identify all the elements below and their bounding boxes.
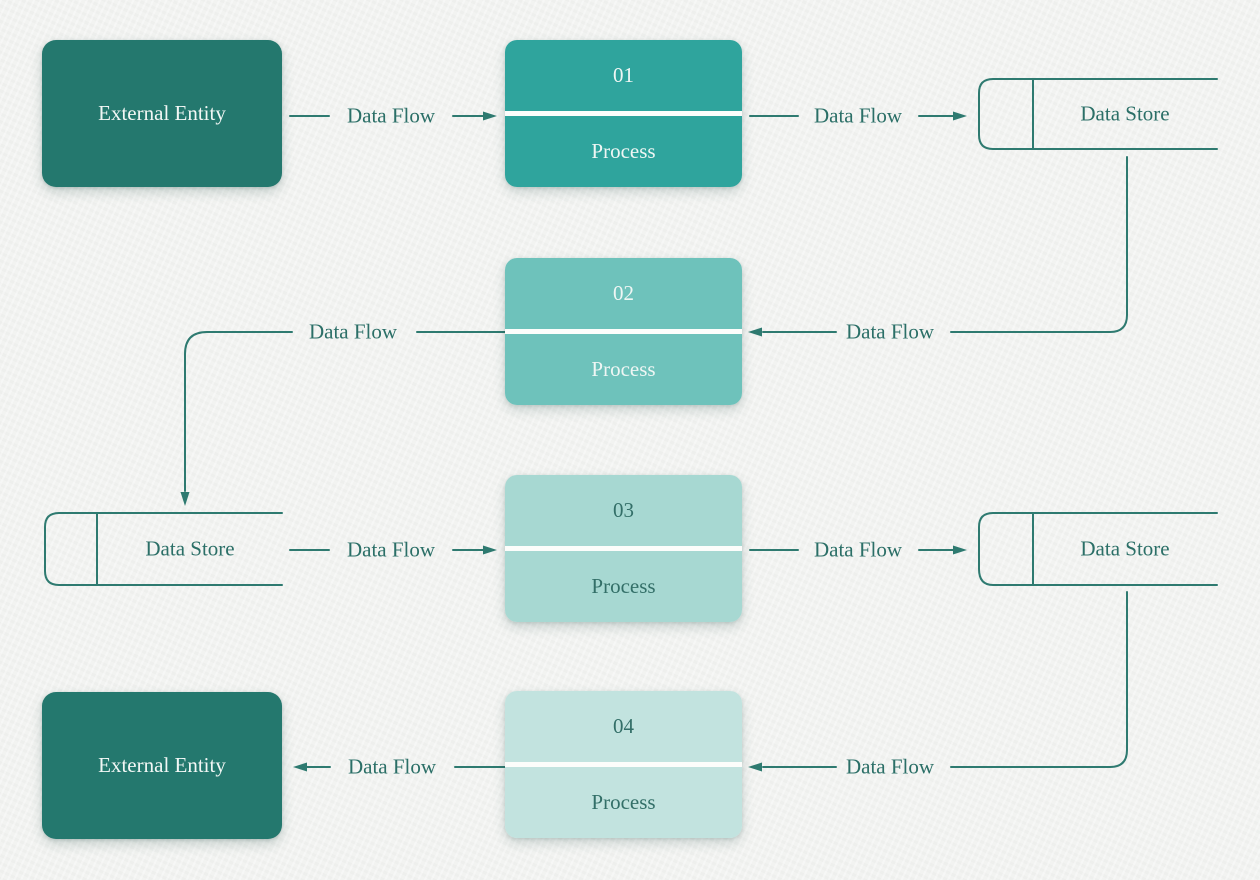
process-divider [505, 329, 742, 334]
data-store-label[interactable]: Data Store [1080, 101, 1170, 126]
connector-p02-to-ds-middle-left[interactable] [180, 331, 506, 506]
flow-label[interactable]: Data Flow [845, 319, 935, 344]
flow-label[interactable]: Data Flow [347, 754, 437, 779]
flow-label[interactable]: Data Flow [845, 754, 935, 779]
process-04-node[interactable]: 04 Process [505, 691, 742, 838]
arrowhead-left-icon [748, 762, 762, 772]
external-entity-top[interactable]: External Entity [42, 40, 282, 187]
arrowhead-down-icon [180, 492, 190, 506]
flow-label[interactable]: Data Flow [813, 537, 903, 562]
flow-label[interactable]: Data Flow [308, 319, 398, 344]
arrowhead-right-icon [483, 545, 497, 555]
connector-ds-top-right-to-p02[interactable] [748, 156, 1128, 337]
process-divider [505, 546, 742, 551]
process-label: Process [505, 334, 742, 405]
flow-label[interactable]: Data Flow [346, 103, 436, 128]
process-number: 04 [505, 691, 742, 762]
flow-label[interactable]: Data Flow [346, 537, 436, 562]
external-entity-label: External Entity [98, 753, 226, 777]
arrowhead-right-icon [483, 111, 497, 121]
arrowhead-left-icon [293, 762, 307, 772]
process-number: 02 [505, 258, 742, 329]
arrowhead-right-icon [953, 111, 967, 121]
flow-label[interactable]: Data Flow [813, 103, 903, 128]
process-03-node[interactable]: 03 Process [505, 475, 742, 622]
external-entity-bottom[interactable]: External Entity [42, 692, 282, 839]
data-store-label[interactable]: Data Store [145, 536, 235, 561]
data-store-label[interactable]: Data Store [1080, 536, 1170, 561]
process-label: Process [505, 767, 742, 838]
arrowhead-left-icon [748, 327, 762, 337]
process-number: 01 [505, 40, 742, 111]
process-02-node[interactable]: 02 Process [505, 258, 742, 405]
arrowhead-right-icon [953, 545, 967, 555]
connector-ds-middle-right-to-p04[interactable] [748, 591, 1128, 772]
process-number: 03 [505, 475, 742, 546]
process-divider [505, 762, 742, 767]
process-label: Process [505, 116, 742, 187]
external-entity-label: External Entity [98, 101, 226, 125]
process-label: Process [505, 551, 742, 622]
process-01-node[interactable]: 01 Process [505, 40, 742, 187]
process-divider [505, 111, 742, 116]
